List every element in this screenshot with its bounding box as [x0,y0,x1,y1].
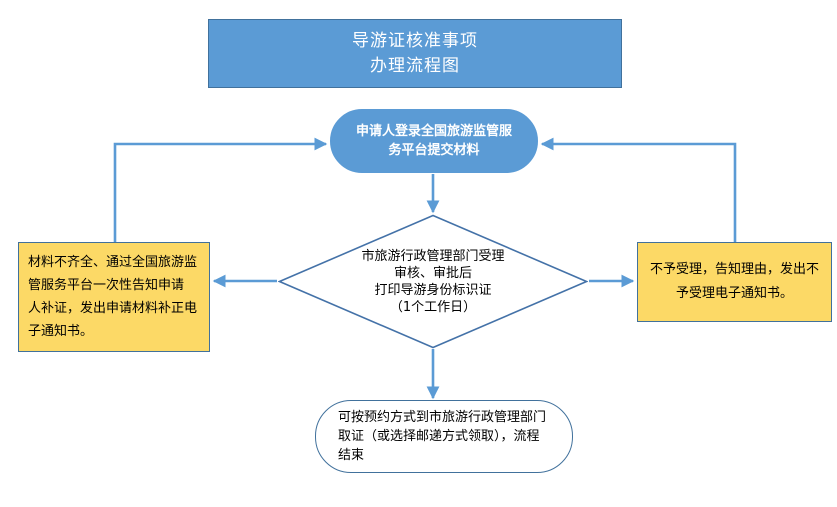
node-outcome-left-line-4: 子通知书。 [28,324,94,339]
node-decision: 市旅游行政管理部门受理 审核、审批后 打印导游身份标识证 （1个工作日） [278,214,588,349]
node-end-line-1: 可按预约方式到市旅游行政管理部门 [338,410,547,425]
node-start: 申请人登录全国旅游监管服 务平台提交材料 [330,109,538,173]
node-start-line-1: 申请人登录全国旅游监管服 [355,124,512,139]
node-decision-line-3: 打印导游身份标识证 [374,282,492,298]
node-outcome-left-line-3: 人补证，发出申请材料补正电 [28,301,198,316]
node-outcome-left-line-2: 管服务平台一次性告知申请 [28,278,185,293]
title-line-1: 导游证核准事项 [352,30,478,51]
node-outcome-left: 材料不齐全、通过全国旅游监 管服务平台一次性告知申请 人补证，发出申请材料补正电… [18,242,210,352]
node-end-line-3: 结束 [338,448,365,463]
node-end: 可按预约方式到市旅游行政管理部门 取证（或选择邮递方式领取），流程 结束 [315,400,573,473]
node-decision-line-1: 市旅游行政管理部门受理 [361,248,505,264]
decision-text-group: 市旅游行政管理部门受理 审核、审批后 打印导游身份标识证 （1个工作日） [278,214,588,349]
node-outcome-left-line-1: 材料不齐全、通过全国旅游监 [28,255,198,270]
node-decision-line-4: （1个工作日） [389,299,477,315]
decision-diamond-shape [278,214,588,349]
node-outcome-right-line-2: 予受理电子通知书。 [675,286,793,301]
node-outcome-right-line-1: 不予受理，告知理由，发出不 [649,262,819,277]
node-decision-line-2: 审核、审批后 [393,265,472,281]
node-end-line-2: 取证（或选择邮递方式领取），流程 [338,429,540,444]
title-line-2: 办理流程图 [370,55,460,76]
node-start-line-2: 务平台提交材料 [388,143,480,158]
diagram-title-block: 导游证核准事项 办理流程图 [208,19,622,88]
node-outcome-right: 不予受理，告知理由，发出不 予受理电子通知书。 [637,242,832,322]
